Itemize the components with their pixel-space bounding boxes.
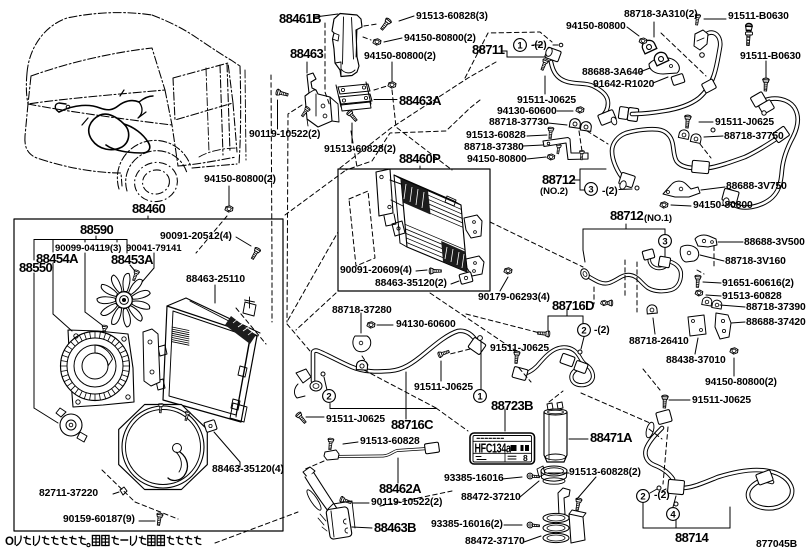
svg-text:90179-06293(4): 90179-06293(4) xyxy=(478,292,550,303)
svg-text:91511-J0625: 91511-J0625 xyxy=(326,414,385,425)
svg-text:(NO.2): (NO.2) xyxy=(540,186,568,197)
svg-text:88718-37750: 88718-37750 xyxy=(724,131,784,142)
svg-text:88471A: 88471A xyxy=(590,430,633,445)
svg-text:90091-20512(4): 90091-20512(4) xyxy=(160,231,232,242)
svg-text:88718-3V160: 88718-3V160 xyxy=(725,256,786,267)
svg-text:88716C: 88716C xyxy=(391,417,434,432)
svg-text:1: 1 xyxy=(477,391,483,402)
svg-text:82711-37220: 82711-37220 xyxy=(39,488,98,499)
svg-text:88712: 88712 xyxy=(542,172,576,187)
svg-text:88460: 88460 xyxy=(132,201,166,216)
svg-text:91511-J0625: 91511-J0625 xyxy=(490,343,549,354)
svg-text:94150-80800(2): 94150-80800(2) xyxy=(204,174,276,185)
svg-text:94150-80800(2): 94150-80800(2) xyxy=(404,33,476,44)
svg-text:88460P: 88460P xyxy=(399,151,441,166)
svg-text:HFC134a: HFC134a xyxy=(475,442,512,456)
svg-text:91513-60828: 91513-60828 xyxy=(360,436,420,447)
svg-text:94150-80800(2): 94150-80800(2) xyxy=(705,377,777,388)
svg-text:88472-37210: 88472-37210 xyxy=(461,492,521,503)
svg-text:-(2): -(2) xyxy=(594,325,610,336)
svg-text:91511-J0625: 91511-J0625 xyxy=(414,382,473,393)
svg-text:3: 3 xyxy=(662,236,667,247)
svg-text:88718-37280: 88718-37280 xyxy=(332,305,392,316)
svg-text:88718-37380: 88718-37380 xyxy=(464,142,524,153)
svg-text:91511-J0625: 91511-J0625 xyxy=(517,95,576,106)
svg-text:90119-10522(2): 90119-10522(2) xyxy=(371,497,442,508)
svg-text:-(2): -(2) xyxy=(531,40,547,51)
svg-text:88714: 88714 xyxy=(675,530,710,545)
svg-text:88712: 88712 xyxy=(610,208,644,223)
svg-text:88590: 88590 xyxy=(80,222,114,237)
svg-text:91513-60828: 91513-60828 xyxy=(722,291,782,302)
svg-text:88463-35120(4): 88463-35120(4) xyxy=(212,464,284,475)
svg-text:94150-80800: 94150-80800 xyxy=(693,200,753,211)
svg-text:2: 2 xyxy=(640,491,645,502)
svg-text:88718-37390: 88718-37390 xyxy=(746,302,806,313)
svg-text:(NO.1): (NO.1) xyxy=(644,213,672,224)
svg-text:91513-60828(2): 91513-60828(2) xyxy=(569,467,641,478)
svg-text:88718-37730: 88718-37730 xyxy=(489,117,549,128)
svg-text:93385-16016(2): 93385-16016(2) xyxy=(431,519,503,530)
svg-text:88463A: 88463A xyxy=(399,93,442,108)
svg-text:94150-80800(2): 94150-80800(2) xyxy=(364,51,436,62)
svg-text:94150-80800: 94150-80800 xyxy=(566,21,626,32)
svg-text:O: O xyxy=(5,536,14,548)
svg-text:91642-R1020: 91642-R1020 xyxy=(593,79,655,90)
svg-text:2: 2 xyxy=(326,391,331,402)
svg-text:91511-J0625: 91511-J0625 xyxy=(715,117,774,128)
svg-text:91513-60828(3): 91513-60828(3) xyxy=(416,11,488,22)
svg-text:88472-37170: 88472-37170 xyxy=(465,536,525,547)
svg-text:88453A: 88453A xyxy=(111,252,154,267)
svg-text:88463-25110: 88463-25110 xyxy=(186,274,245,285)
svg-text:88718-26410: 88718-26410 xyxy=(629,336,689,347)
svg-text:90159-60187(9): 90159-60187(9) xyxy=(63,514,135,525)
svg-text:94150-80800: 94150-80800 xyxy=(467,154,527,165)
svg-text:1: 1 xyxy=(517,40,523,51)
svg-text:88716D: 88716D xyxy=(552,298,594,313)
svg-text:94130-60600: 94130-60600 xyxy=(396,319,456,330)
svg-text:88454A: 88454A xyxy=(36,251,79,266)
svg-text:88688-3V750: 88688-3V750 xyxy=(726,181,787,192)
svg-text:88688-3V500: 88688-3V500 xyxy=(744,237,805,248)
svg-text:88688-3A640: 88688-3A640 xyxy=(582,67,644,78)
svg-text:88463B: 88463B xyxy=(374,520,416,535)
svg-text:91513-60828(2): 91513-60828(2) xyxy=(324,144,396,155)
svg-text:91651-60616(2): 91651-60616(2) xyxy=(722,278,794,289)
svg-text:91511-B0630: 91511-B0630 xyxy=(728,11,789,22)
svg-text:88688-37420: 88688-37420 xyxy=(746,317,806,328)
svg-text:90091-20609(4): 90091-20609(4) xyxy=(340,265,412,276)
svg-text:4: 4 xyxy=(670,509,676,520)
svg-text:91511-J0625: 91511-J0625 xyxy=(692,395,751,406)
svg-text:91511-B0630: 91511-B0630 xyxy=(740,51,801,62)
svg-text:877045B: 877045B xyxy=(756,539,797,550)
svg-text:90119-10522(2): 90119-10522(2) xyxy=(249,129,320,140)
svg-text:93385-16016: 93385-16016 xyxy=(444,473,504,484)
svg-text:8: 8 xyxy=(523,453,528,463)
svg-text:3: 3 xyxy=(588,184,593,195)
svg-text:88462A: 88462A xyxy=(379,481,422,496)
svg-text:88723B: 88723B xyxy=(491,398,533,413)
svg-text:-(2): -(2) xyxy=(654,490,670,501)
svg-text:2: 2 xyxy=(581,325,586,336)
svg-text:88463: 88463 xyxy=(290,46,324,61)
svg-text:90041-79141: 90041-79141 xyxy=(126,243,182,254)
svg-text:88438-37010: 88438-37010 xyxy=(666,355,726,366)
svg-text:88463-35120(2): 88463-35120(2) xyxy=(375,278,447,289)
svg-text:88550: 88550 xyxy=(19,260,53,275)
svg-text:88718-3A310(2): 88718-3A310(2) xyxy=(624,9,698,20)
svg-text:94130-60600: 94130-60600 xyxy=(497,106,557,117)
svg-text:91513-60828: 91513-60828 xyxy=(466,130,526,141)
svg-text:-(2): -(2) xyxy=(602,186,618,197)
svg-text:88461B: 88461B xyxy=(279,11,321,26)
svg-text:88711: 88711 xyxy=(472,42,505,57)
svg-text:90099-04119(3): 90099-04119(3) xyxy=(55,243,121,254)
